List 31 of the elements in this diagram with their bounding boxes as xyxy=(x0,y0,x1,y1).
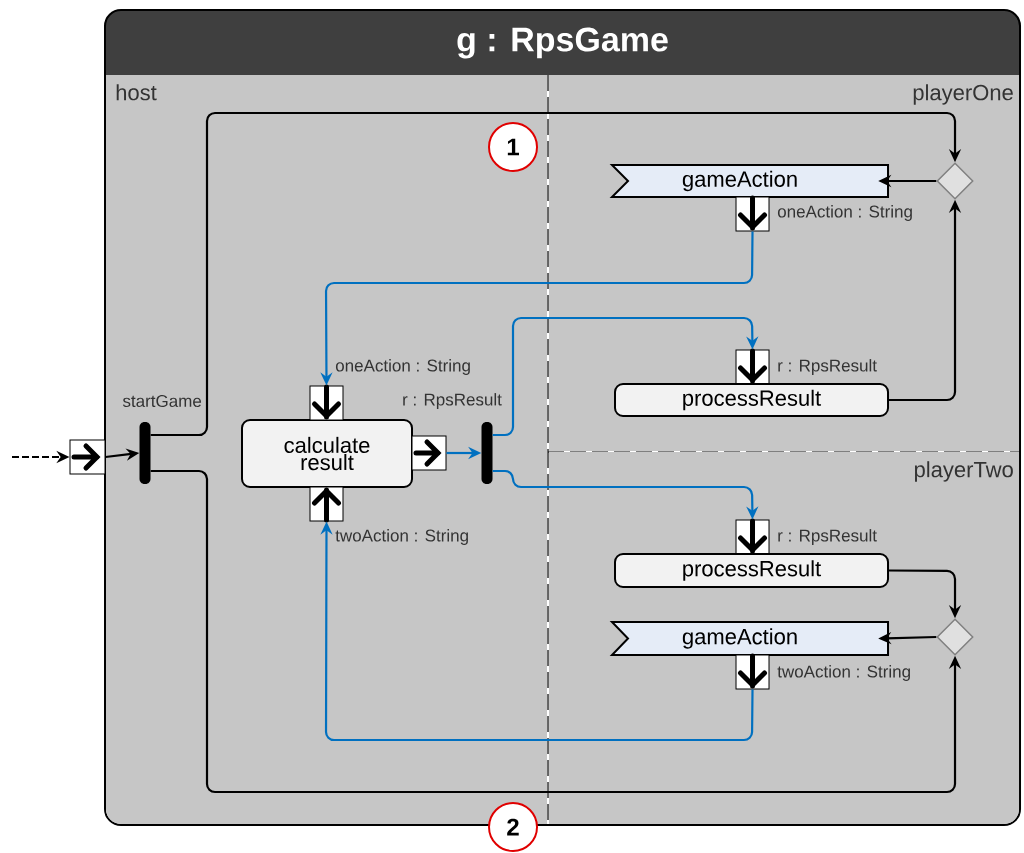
action-box: processResult xyxy=(614,553,889,588)
pin-label: r : RpsResult xyxy=(403,393,502,409)
event-box: gameAction xyxy=(609,164,889,198)
fork-bar xyxy=(481,422,493,484)
pin-box xyxy=(735,653,770,690)
merge-diamond xyxy=(936,618,974,656)
pin-box xyxy=(69,439,106,475)
arrow xyxy=(150,111,962,437)
pin-label: r : RpsResult xyxy=(778,529,877,545)
action-box: processResult xyxy=(614,383,889,417)
node-label: host xyxy=(116,84,157,101)
pin-box xyxy=(411,435,447,471)
arrow xyxy=(492,316,759,437)
callout-number: 1 xyxy=(488,122,538,172)
pin-label: twoAction : String xyxy=(777,665,910,681)
action-box: calculate result xyxy=(241,419,413,488)
pin-box xyxy=(735,195,770,232)
pin-label: startGame xyxy=(122,395,202,408)
event-box: gameAction xyxy=(609,621,889,656)
pin-label: oneAction : String xyxy=(777,205,912,221)
pin-box xyxy=(735,348,770,385)
pin-box xyxy=(735,518,770,555)
pin-label: twoAction : String xyxy=(335,529,468,545)
pin-box xyxy=(309,486,344,523)
merge-diamond xyxy=(936,162,974,200)
callout-number: 2 xyxy=(488,802,538,852)
pin-box xyxy=(309,384,344,421)
frame-title: g : RpsGame xyxy=(457,27,668,59)
node-label: playerTwo xyxy=(914,461,1013,482)
pin-label: oneAction : String xyxy=(335,359,470,375)
pin-label: r : RpsResult xyxy=(778,359,877,375)
